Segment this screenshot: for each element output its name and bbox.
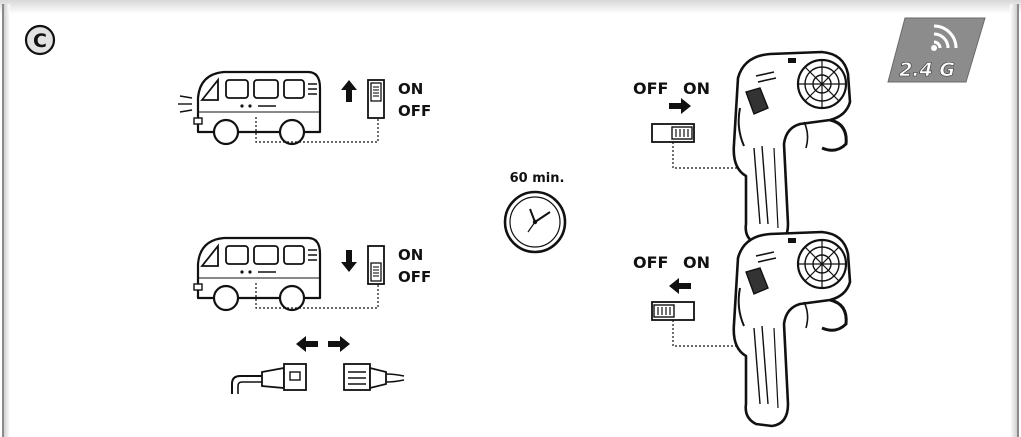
arrow-left-icon [296,336,318,352]
arrow-down-icon [341,250,357,272]
connection-line [255,117,379,143]
panel-frame-top [0,0,1021,14]
switch-knob [653,304,675,318]
connection-line [672,142,766,169]
switch-on-label: ON [683,79,710,98]
switch-off-label: OFF [398,268,431,286]
van-icon [192,236,322,312]
arrow-right-icon [328,336,350,352]
switch-off-label: OFF [398,102,431,120]
headlight-rays-icon [178,95,193,113]
panel-frame-right [1010,4,1019,437]
switch-on-label: ON [398,80,423,98]
switch-off-label: OFF [633,253,668,272]
timer-label: 60 min. [510,171,565,186]
switch-knob [671,126,693,140]
panel-frame-left [2,4,10,437]
charge-timer: 60 min. [503,171,567,254]
transmitter-power-off-step: OFF ON [633,230,852,428]
switch-on-label: ON [398,246,423,264]
section-letter-badge: C [24,24,56,56]
van-icon [192,70,322,146]
section-letter: C [33,30,47,52]
arrow-up-icon [341,80,357,102]
vehicle-power-off-step: ON OFF [192,236,431,312]
switch-knob [370,262,382,282]
switch-on-label: ON [683,253,710,272]
connection-line [255,283,379,309]
switch-off-label: OFF [633,79,668,98]
frequency-label: 2.4 G [899,59,955,81]
transmitter-icon [732,50,852,248]
switch-knob [370,82,382,102]
arrow-right-icon [669,98,691,114]
transmitter-power-on-step: OFF ON [633,50,852,248]
clock-icon [503,190,567,254]
wifi-signal-icon [931,24,958,51]
arrow-left-icon [669,278,691,294]
transmitter-icon [732,230,852,428]
frequency-badge: 2.4 G [887,17,986,83]
vehicle-power-on-step: ON OFF [178,70,431,146]
battery-connector-icon [231,336,405,394]
connection-line [672,320,766,347]
